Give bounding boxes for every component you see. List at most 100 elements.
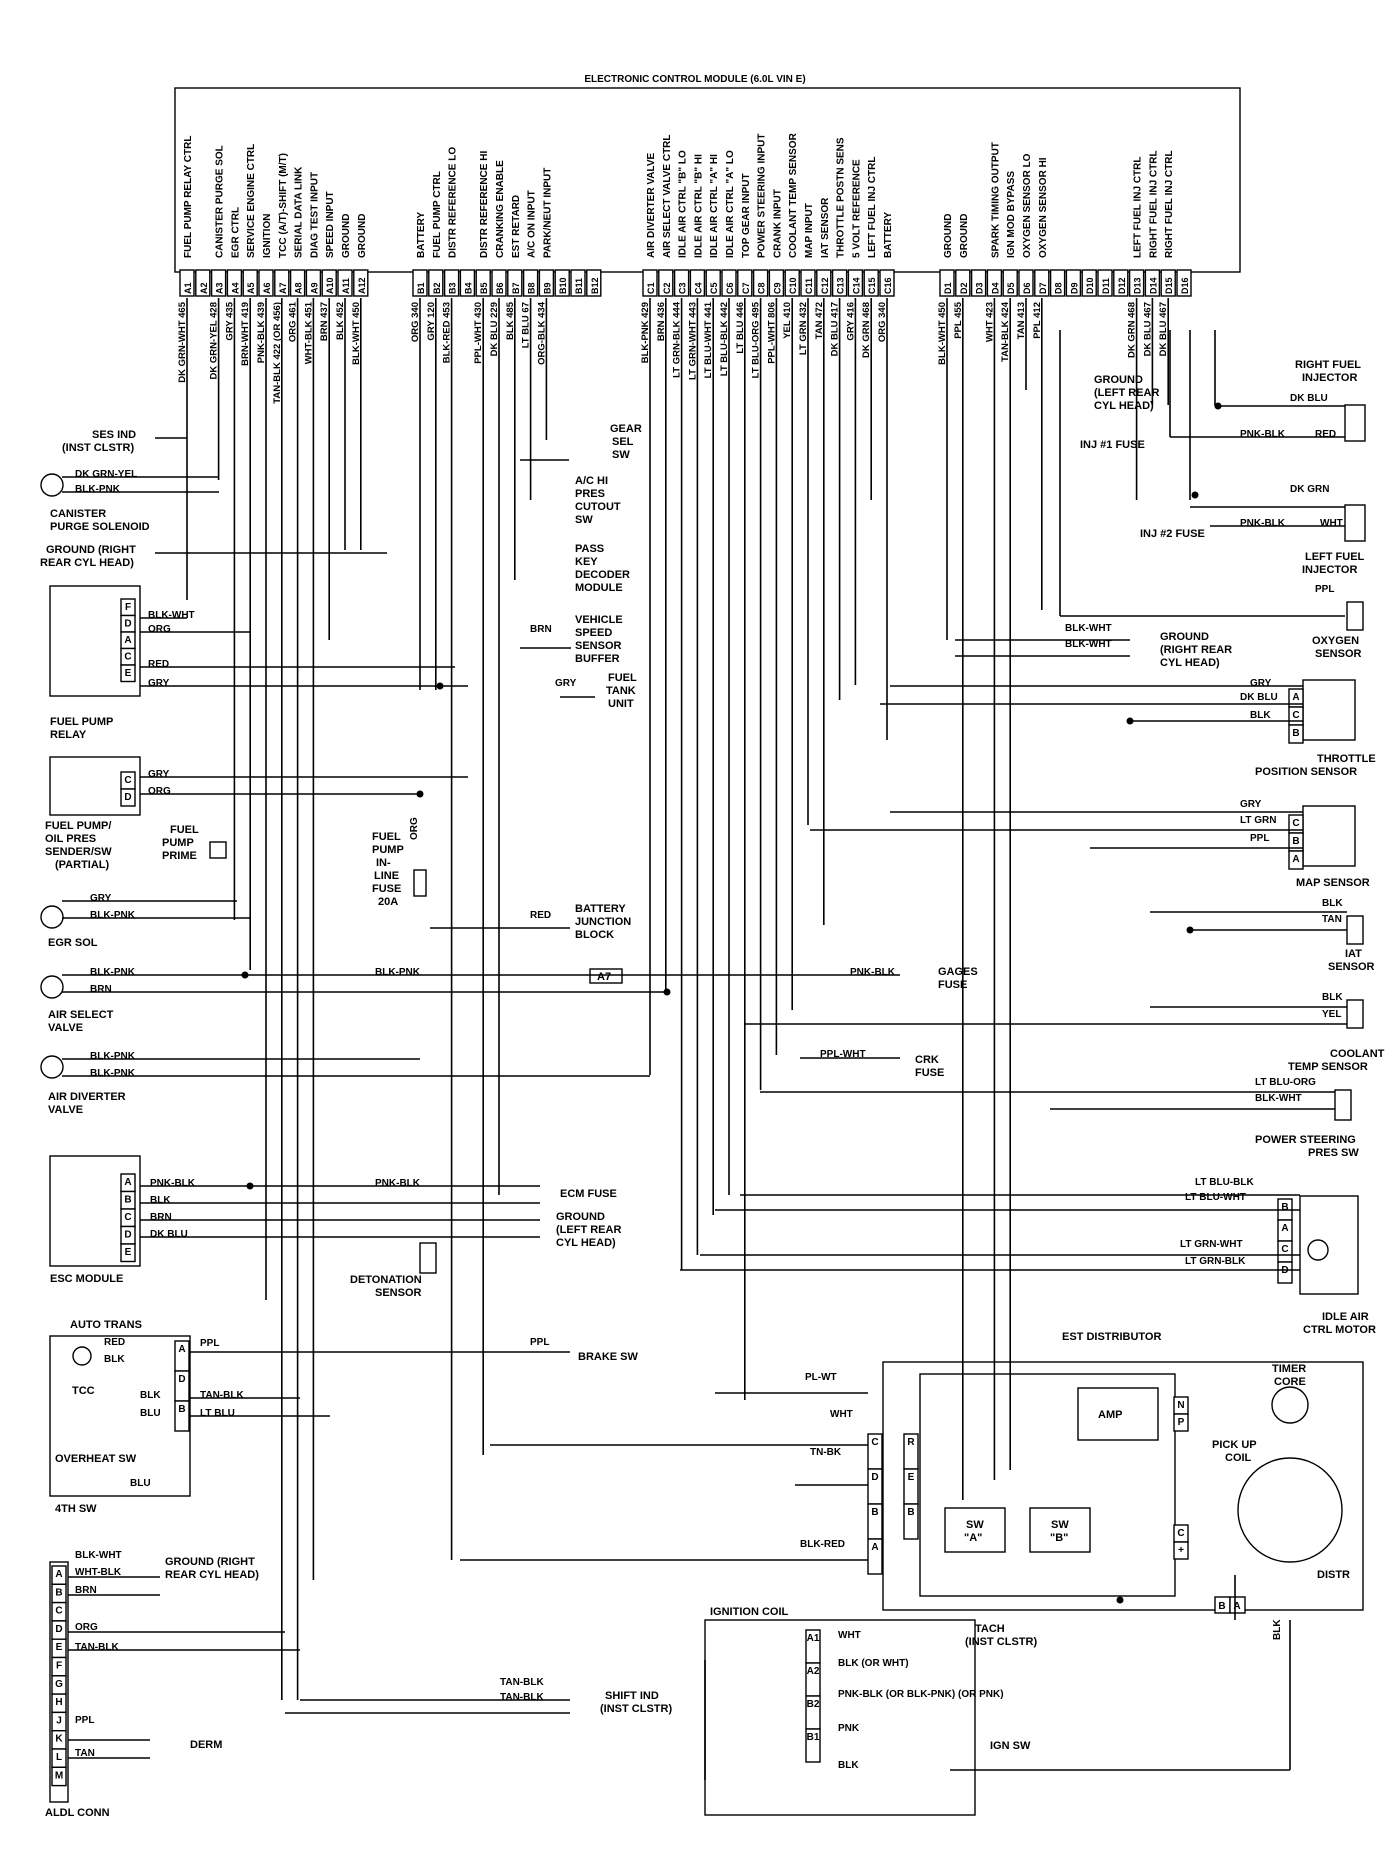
ps-switch-body (1334, 1089, 1352, 1121)
pin-id: D7 (1038, 282, 1048, 294)
splice-dot (241, 971, 249, 979)
ba-pin: A (1233, 1601, 1240, 1612)
splice-dot (416, 790, 424, 798)
pin-id: D16 (1180, 277, 1190, 294)
wire-color-label: ORG (148, 786, 171, 797)
dist-pin: D (871, 1472, 878, 1483)
pin-wire-label: TAN-BLK 422 (OR 456) (272, 302, 283, 404)
pin-function-label: COOLANT TEMP SENSOR (788, 132, 799, 258)
pin-id: B1 (416, 282, 426, 294)
wire-color-label: BLK (1250, 710, 1271, 721)
pin-id: B12 (590, 277, 600, 294)
wire-color-label: BLK-WHT (1255, 1093, 1302, 1104)
map-pin: A (1292, 854, 1299, 865)
wire-color-label: LT GRN-WHT (1180, 1239, 1243, 1250)
connector-cavity (867, 1538, 883, 1575)
pin-wire-label: LT BLU 446 (735, 302, 746, 354)
map-body (1302, 805, 1356, 867)
pin-id: C11 (804, 278, 814, 294)
wire-color-label: BLK-PNK (75, 484, 121, 495)
pin-id: C4 (693, 282, 703, 294)
pin-box (428, 269, 444, 297)
connector-cavity (51, 1766, 67, 1787)
ba-pin: B (1218, 1601, 1225, 1612)
wire-color-label: BRN (75, 1585, 97, 1596)
swa-label: SW (966, 1519, 984, 1531)
pin-wire-label: BLK 452 (335, 302, 346, 340)
wire-color-label: BLK-WHT (75, 1550, 122, 1561)
pin-box (321, 269, 337, 297)
wire-color-label: DK BLU (1290, 393, 1328, 404)
pin-wire-label: BRN 437 (319, 302, 330, 341)
air-diverter-label: AIR DIVERTER (48, 1091, 126, 1103)
pickup-2-label: COIL (1225, 1452, 1252, 1464)
wire-color-label: GRY (555, 678, 577, 689)
wire-color-label: LT GRN-BLK (1185, 1256, 1246, 1267)
dist-pin: B (871, 1507, 878, 1518)
lfi-label: LEFT FUEL (1305, 551, 1365, 563)
iac-pin: D (1281, 1265, 1288, 1276)
air-select-2-label: VALVE (48, 1022, 83, 1034)
pin-id: C14 (851, 277, 861, 294)
inj2-label: INJ #2 FUSE (1140, 528, 1205, 540)
left-injector-body (1344, 504, 1366, 542)
timer-core (1271, 1386, 1309, 1424)
tach-label: TACH (975, 1623, 1005, 1635)
wire-color-label: DK GRN-YEL (75, 469, 137, 480)
pass-key-4-label: MODULE (575, 582, 623, 594)
tach-2-label: (INST CLSTR) (965, 1636, 1037, 1648)
pin-wire-label: PPL-WHT 806 (766, 302, 777, 364)
pin-function-label: MAP INPUT (804, 203, 815, 258)
pin-function-label: 5 VOLT REFERENCE (851, 159, 862, 258)
pin-id: C3 (678, 282, 688, 294)
wire-color-label: BLK (838, 1760, 859, 1771)
pin-wire-label: PPL-WHT 430 (473, 302, 484, 364)
ignition-coil-box (704, 1619, 976, 1816)
pin-box (705, 269, 721, 297)
pin-id: C10 (788, 277, 798, 294)
pin-box (721, 269, 737, 297)
canister-coil (40, 473, 64, 497)
sender-pin: D (124, 792, 131, 803)
splice-dot (1186, 926, 1194, 934)
pin-function-label: OXYGEN SENSOR HI (1038, 157, 1049, 258)
overheat-label: OVERHEAT SW (55, 1453, 137, 1465)
fuel-pump-prime-terminal (209, 841, 227, 859)
pin-function-label: SERVICE ENGINE CTRL (246, 144, 257, 258)
pin-wire-label: GRY 435 (224, 301, 235, 340)
pin-wire-label: DK GRN 468 (1127, 302, 1138, 358)
pin-function-label: FUEL PUMP RELAY CTRL (183, 136, 194, 258)
amp-label: AMP (1098, 1409, 1122, 1421)
pin-box (970, 269, 987, 297)
pin-id: C15 (867, 277, 877, 294)
wire-color-label: PL-WT (805, 1372, 837, 1383)
wire-color-label: BLK-PNK (90, 1051, 136, 1062)
pin-wire-label: BRN-WHT 419 (240, 302, 251, 366)
pin-id: A11 (341, 278, 351, 294)
inline-fuse-label: FUEL (372, 831, 401, 843)
pin-wire-label: WHT-BLK 451 (303, 301, 314, 364)
wire-color-label: WHT (830, 1409, 853, 1420)
o2-2-label: SENSOR (1315, 648, 1362, 660)
pin-wire-label: LT GRN-BLK 444 (672, 301, 683, 378)
pin-id: C7 (741, 282, 751, 294)
wire-color-label: PNK-BLK (1240, 518, 1286, 529)
iac-2-label: CTRL MOTOR (1303, 1324, 1376, 1336)
pin-box (642, 269, 658, 297)
wire-color-label: GRY (148, 678, 170, 689)
relay-pin: D (124, 619, 131, 630)
air-diverter-2-label: VALVE (48, 1104, 83, 1116)
pin-box (1128, 269, 1145, 297)
pin-wire-label: BRN 436 (656, 302, 667, 341)
connector-cavity (174, 1400, 190, 1432)
ac-hi-3-label: CUTOUT (575, 501, 621, 513)
wire-color-label: TN-BK (810, 1447, 842, 1458)
pin-function-label: LEFT FUEL INJ CTRL (1133, 157, 1144, 258)
battery-jb-2-label: JUNCTION (575, 916, 631, 928)
aldl-pin: M (55, 1770, 63, 1781)
gear-sel-2-label: SEL (612, 436, 634, 448)
pass-key-3-label: DECODER (575, 569, 630, 581)
coolant-sensor-body (1346, 999, 1364, 1029)
splice-dot (1126, 717, 1134, 725)
module-pin: B (907, 1507, 914, 1518)
